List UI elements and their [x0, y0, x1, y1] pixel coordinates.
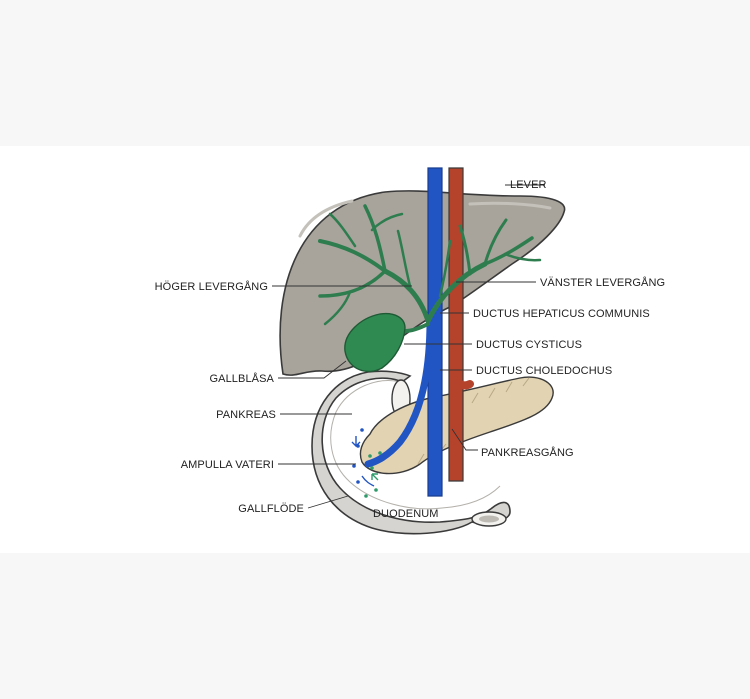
label-gallblasa: GALLBLÅSA — [210, 372, 275, 385]
label-ductus-cysticus: DUCTUS CYSTICUS — [476, 339, 582, 351]
label-lever: LEVER — [510, 179, 547, 191]
label-vanster-levergang: VÄNSTER LEVERGÅNG — [540, 276, 665, 289]
label-ampulla-vateri: AMPULLA VATERI — [181, 459, 274, 471]
label-ductus-choledochus: DUCTUS CHOLEDOCHUS — [476, 365, 612, 377]
bile-flow-markers — [351, 428, 388, 498]
label-duodenum: DUODENUM — [373, 508, 439, 520]
artery — [448, 167, 474, 482]
label-ductus-hepaticus-communis: DUCTUS HEPATICUS COMMUNIS — [473, 308, 650, 320]
anatomy-figure: LEVER HÖGER LEVERGÅNG VÄNSTER LEVERGÅNG … — [0, 146, 750, 553]
bile-duct-tree — [318, 204, 542, 333]
labels: LEVER HÖGER LEVERGÅNG VÄNSTER LEVERGÅNG … — [155, 179, 665, 520]
label-pankreas: PANKREAS — [216, 409, 276, 421]
label-pankreasgang: PANKREASGÅNG — [481, 446, 574, 459]
common-bile-duct — [364, 167, 443, 497]
label-hoger-levergang: HÖGER LEVERGÅNG — [155, 280, 268, 293]
leader-lines — [272, 184, 545, 509]
biliary-system-diagram: LEVER HÖGER LEVERGÅNG VÄNSTER LEVERGÅNG … — [155, 167, 665, 535]
label-gallflode: GALLFLÖDE — [238, 503, 304, 515]
gallbladder — [344, 312, 406, 373]
